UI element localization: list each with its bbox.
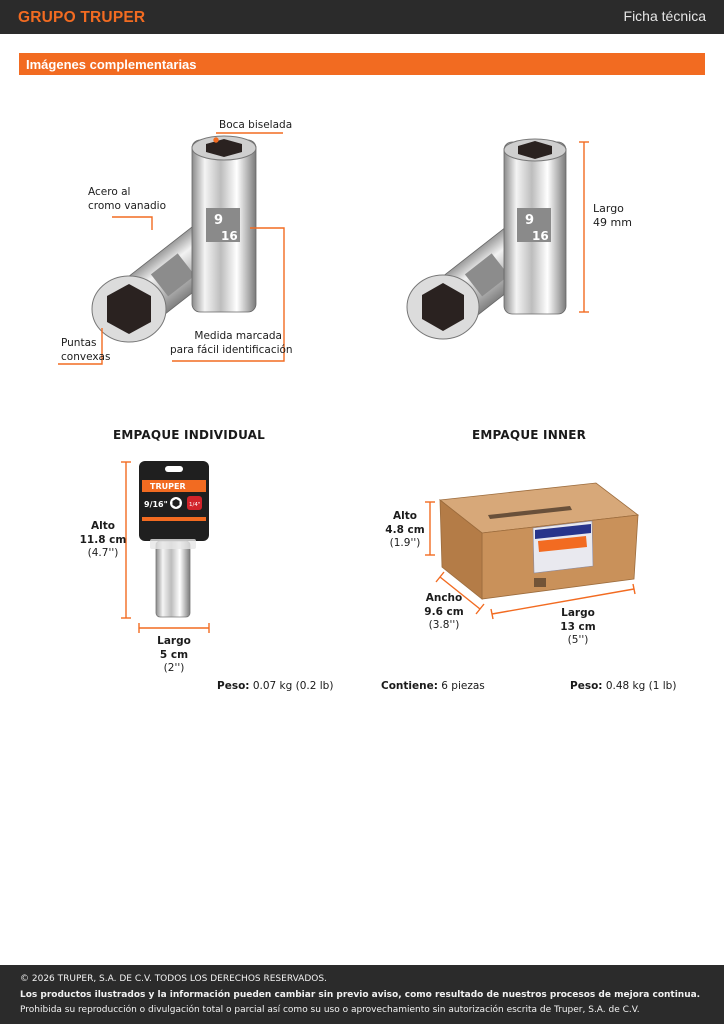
contiene-value: 6 piezas xyxy=(441,680,485,692)
callout-text: Boca biselada xyxy=(219,119,293,131)
blister-socket xyxy=(155,540,191,618)
dimension-label: Ancho xyxy=(425,592,463,604)
callout-text: cromo vanadio xyxy=(88,199,167,212)
dimension-value-cm: 13 cm xyxy=(560,620,596,633)
section-title: Imágenes complementarias xyxy=(26,57,197,72)
callout-line-acero xyxy=(112,216,153,230)
peso-label: Peso: xyxy=(570,680,603,692)
dimension-value-cm: 5 cm xyxy=(159,648,189,661)
dimension-label: Largo xyxy=(561,607,595,619)
callout-text: para fácil identificación xyxy=(170,343,293,356)
footer-prohibition: Prohibida su reproducción o divulgación … xyxy=(20,1005,640,1015)
footer: © 2026 TRUPER, S.A. DE C.V. TODOS LOS DE… xyxy=(0,965,724,1024)
dimension-line-largo-inner xyxy=(491,588,635,615)
socket-length-illustration: 9 16 xyxy=(406,138,589,340)
dimension-value-in: (5'') xyxy=(567,634,589,646)
callout-boca-biselada: Boca biselada xyxy=(219,119,292,133)
card-drive: 1/4" xyxy=(189,502,200,508)
size-mark-bottom: 16 xyxy=(221,229,238,243)
dimension-value-in: (1.9'') xyxy=(389,537,421,549)
size-mark-box xyxy=(206,208,240,242)
callout-line-medida xyxy=(172,227,285,362)
dimension-largo-inner: Largo 13 cm (5'') xyxy=(550,607,606,648)
footer-notice: Los productos ilustrados y la informació… xyxy=(20,990,701,1000)
peso-value: 0.48 kg (1 lb) xyxy=(605,680,677,692)
dimension-label: Alto xyxy=(393,510,417,522)
dimension-label: Largo xyxy=(157,635,191,647)
dimension-largo-individual: Largo 5 cm (2'') xyxy=(147,635,201,676)
contiene-inner: Contiene: 6 piezas xyxy=(381,680,485,692)
socket-feature-illustration: 9 16 xyxy=(58,132,285,365)
top-header-bar: GRUPO TRUPER Ficha técnica xyxy=(0,0,724,34)
empaque-inner-title: EMPAQUE INNER xyxy=(472,428,587,442)
dimension-label: Largo xyxy=(593,202,624,215)
brand-logo-grupo: GRUPO xyxy=(18,9,76,26)
empaque-individual-title: EMPAQUE INDIVIDUAL xyxy=(113,428,265,442)
card-size: 9/16" xyxy=(144,500,168,509)
dimension-alto-inner: Alto 4.8 cm (1.9'') xyxy=(380,510,430,551)
dimension-ancho-inner: Ancho 9.6 cm (3.8'') xyxy=(416,592,472,633)
callout-text: Medida marcada xyxy=(194,330,282,342)
callout-text: Acero al xyxy=(88,186,131,198)
callout-puntas-convexas: Puntas convexas xyxy=(61,337,110,364)
peso-inner: Peso: 0.48 kg (1 lb) xyxy=(570,680,676,692)
dimension-alto-individual: Alto 11.8 cm (4.7'') xyxy=(76,520,130,561)
dimension-value-cm: 11.8 cm xyxy=(79,533,127,546)
dimension-value-in: (3.8'') xyxy=(428,619,460,631)
socket-lying-hex xyxy=(107,284,151,334)
svg-text:9: 9 xyxy=(525,213,534,228)
socket-standing-hex xyxy=(206,139,242,157)
contiene-label: Contiene: xyxy=(381,680,438,692)
callout-dot-boca xyxy=(213,137,219,143)
document-type: Ficha técnica xyxy=(623,8,706,24)
peso-individual: Peso: 0.07 kg (0.2 lb) xyxy=(217,680,333,692)
peso-value: 0.07 kg (0.2 lb) xyxy=(252,680,334,692)
dimension-largo-socket: Largo 49 mm xyxy=(593,202,632,229)
dimension-value-cm: 4.8 cm xyxy=(385,523,425,536)
size-mark-top: 9 xyxy=(214,213,223,228)
dimension-line-ancho-inner xyxy=(439,576,481,610)
dimension-value-in: (2'') xyxy=(163,662,185,674)
box-side xyxy=(439,499,483,600)
dimension-label: Alto xyxy=(91,520,115,532)
dimension-value-in: (4.7'') xyxy=(87,547,119,559)
dimension-value: 49 mm xyxy=(593,215,632,229)
brand-logo-truper: TRUPER xyxy=(80,9,146,26)
blister-card-illustration: TRUPER 9/16" 1/4" xyxy=(121,461,210,633)
callout-acero-cromo: Acero al cromo vanadio xyxy=(88,186,166,213)
card-brand: TRUPER xyxy=(150,482,186,491)
footer-copyright: © 2026 TRUPER, S.A. DE C.V. TODOS LOS DE… xyxy=(20,974,327,984)
callout-medida-marcada: Medida marcada para fácil identificación xyxy=(170,330,293,357)
brand-logo: GRUPO TRUPER xyxy=(18,9,145,27)
callout-text: convexas xyxy=(61,350,111,363)
dimension-value-cm: 9.6 cm xyxy=(424,605,464,618)
peso-label: Peso: xyxy=(217,680,250,692)
callout-line-puntas xyxy=(58,328,103,365)
inner-box-illustration xyxy=(425,482,640,620)
svg-text:16: 16 xyxy=(532,229,549,243)
section-title-bar: Imágenes complementarias xyxy=(19,53,705,75)
callout-text: Puntas xyxy=(61,337,97,349)
